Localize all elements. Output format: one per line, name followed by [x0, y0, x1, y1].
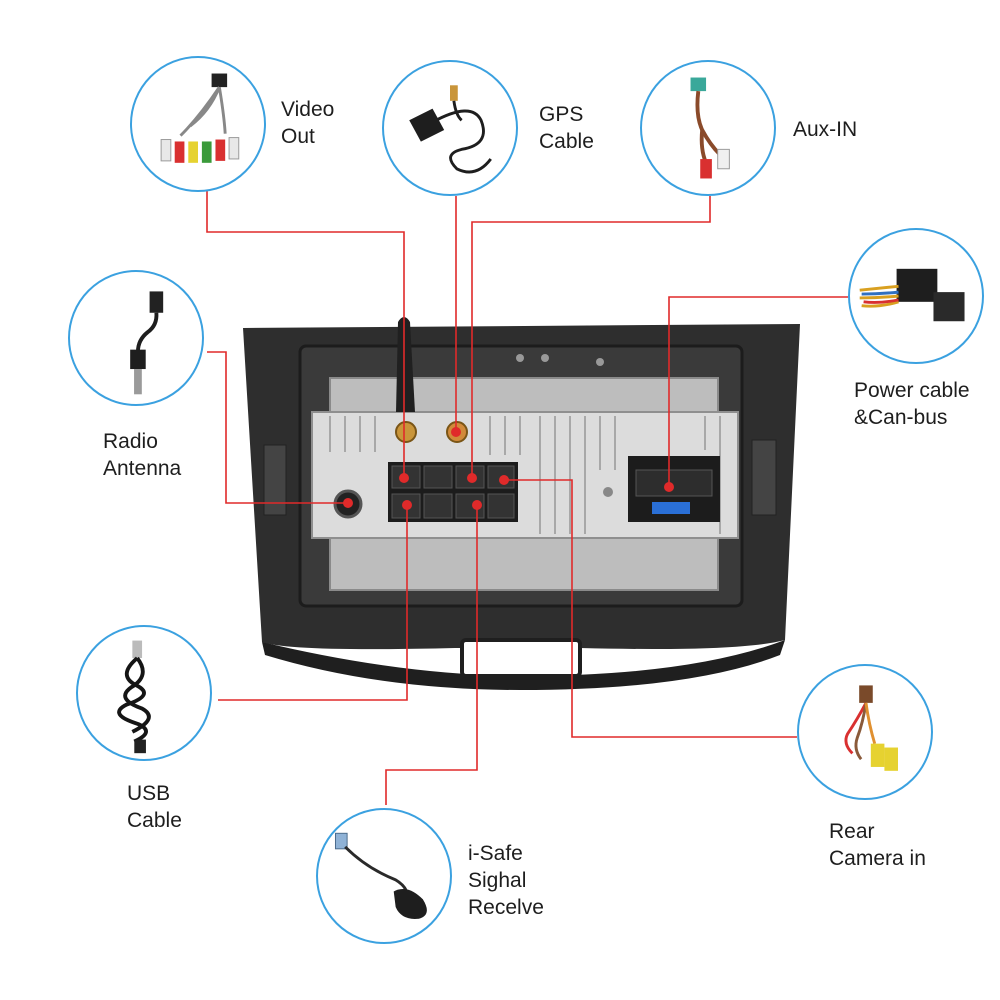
isafe-label: i-Safe Sighal Recelve: [468, 842, 544, 919]
radio-antenna-cable-icon: [130, 291, 164, 395]
dot-power: [664, 482, 674, 492]
usb-label: USB Cable: [127, 782, 182, 832]
rear-camera-cable-icon: [844, 685, 898, 771]
dot-usb: [402, 500, 412, 510]
isafe-sensor-icon: [334, 832, 427, 919]
rear-camera-label: Rear Camera in: [829, 820, 926, 870]
frame-inner-bezel: [298, 344, 744, 608]
line-isafe: [385, 505, 478, 805]
dot-gps: [451, 427, 461, 437]
gps-connector: [446, 421, 468, 443]
power-connector-block: [628, 456, 720, 522]
right-mount-clip: [751, 439, 777, 516]
gps-antenna-icon: [409, 85, 492, 174]
unit-rear-panel: [329, 377, 719, 591]
usb-cable-icon: [117, 640, 151, 754]
dot-radio: [343, 498, 353, 508]
dot-aux-in: [467, 473, 477, 483]
dot-rear-camera: [499, 475, 509, 485]
radio-socket: [333, 489, 363, 519]
power-canbus-harness-icon: [859, 268, 965, 322]
rear-camera-circle: [797, 664, 933, 800]
line-rear-camera: [504, 479, 797, 738]
line-radio: [207, 351, 348, 504]
left-mount-clip: [263, 444, 287, 516]
line-video-out: [206, 190, 405, 478]
main-connector-block: [388, 462, 518, 522]
radio-antenna-circle: [68, 270, 204, 406]
frame-bottom-lip: [262, 640, 785, 690]
video-out-harness-icon: [160, 73, 240, 163]
bottom-notch: [460, 638, 582, 678]
dash-frame: [243, 324, 800, 650]
aux-cable-icon: [690, 77, 730, 179]
radio-antenna-label: Radio Antenna: [103, 430, 182, 480]
gps-circle: [382, 60, 518, 196]
wifi-antenna: [396, 317, 415, 412]
power-label: Power cable &Can-bus: [854, 379, 970, 429]
antenna-connector: [395, 421, 417, 443]
aux-in-label: Aux-IN: [793, 118, 858, 141]
dot-video-out: [399, 473, 409, 483]
video-out-label: Video Out: [281, 98, 335, 148]
line-usb: [218, 505, 408, 701]
gps-label: GPS Cable: [539, 103, 594, 153]
video-out-circle: [130, 56, 266, 192]
usb-circle: [76, 625, 212, 761]
power-fuse: [652, 502, 690, 514]
aux-in-circle: [640, 60, 776, 196]
power-circle: [848, 228, 984, 364]
heatsink-fins: [329, 416, 721, 534]
line-power: [668, 296, 848, 487]
isafe-circle: [316, 808, 452, 944]
heatsink-chassis: [311, 411, 739, 539]
line-aux-in: [471, 196, 711, 478]
dot-isafe: [472, 500, 482, 510]
